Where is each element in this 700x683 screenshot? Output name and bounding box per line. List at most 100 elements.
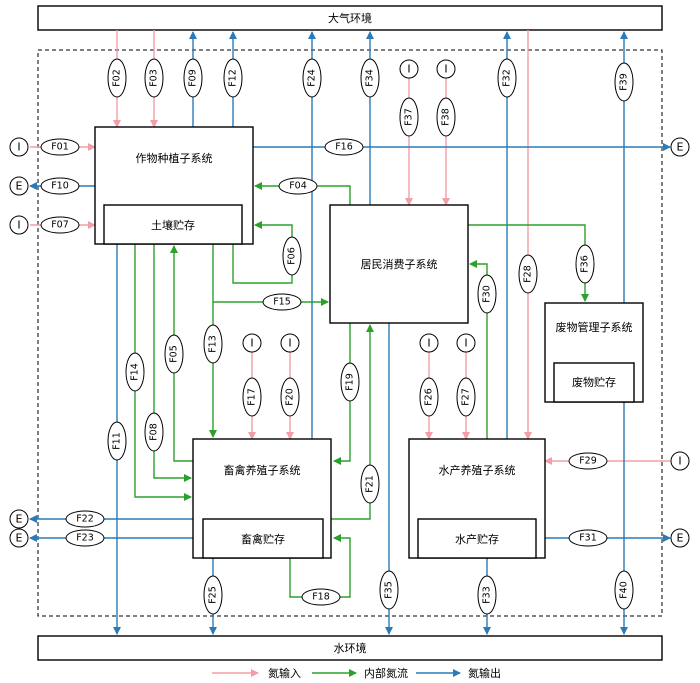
crop-label: 作物种植子系统 xyxy=(136,151,213,165)
flow-text-f40: F40 xyxy=(619,581,630,599)
flow-label-f04: F04 xyxy=(278,177,318,195)
io-text: I xyxy=(407,63,410,76)
flow-label-f16: F16 xyxy=(324,138,364,156)
flow-text-f03: F03 xyxy=(149,69,160,87)
flow-label-f17: F17 xyxy=(242,377,262,417)
flow-label-f40: F40 xyxy=(614,570,634,610)
flow-label-f28: F28 xyxy=(518,254,538,294)
flow-label-f14: F14 xyxy=(125,352,145,392)
flow-label-f21: F21 xyxy=(360,464,380,504)
flow-text-f28: F28 xyxy=(523,265,534,283)
io-text: E xyxy=(16,180,23,193)
flow-label-f03: F03 xyxy=(144,58,164,98)
io-text: E xyxy=(677,141,684,154)
livestock-subsystem: 畜禽养殖子系统 畜禽贮存 xyxy=(192,438,332,559)
flow-label-f10: F10 xyxy=(40,177,80,195)
flow-label-f37: F37 xyxy=(399,97,419,137)
export-node-10: E xyxy=(670,137,690,157)
atmosphere-box: 大气环境 xyxy=(37,5,663,31)
legend-internal-label: 内部氮流 xyxy=(364,666,408,680)
flow-text-f11: F11 xyxy=(112,432,123,450)
input-node-3: I xyxy=(399,59,419,79)
flow-text-f01: F01 xyxy=(51,142,69,153)
flow-text-f37: F37 xyxy=(404,108,415,126)
legend-input-label: 氮输入 xyxy=(268,666,301,680)
flow-text-f10: F10 xyxy=(51,181,69,192)
flow-label-f26: F26 xyxy=(419,377,439,417)
flow-text-f33: F33 xyxy=(482,586,493,604)
flow-label-f39: F39 xyxy=(614,62,634,102)
io-text: I xyxy=(288,337,291,350)
flow-text-f22: F22 xyxy=(76,514,94,525)
flow-text-f05: F05 xyxy=(169,345,180,363)
flow-label-f19: F19 xyxy=(340,362,360,402)
flow-text-f25: F25 xyxy=(208,586,219,604)
input-node-8: I xyxy=(456,333,476,353)
flow-label-f15: F15 xyxy=(262,293,302,311)
io-text: I xyxy=(678,455,681,468)
flow-label-f07: F07 xyxy=(40,216,80,234)
flow-label-f22: F22 xyxy=(65,510,105,528)
resident-label: 居民消费子系统 xyxy=(361,257,438,271)
input-node-9: I xyxy=(670,451,690,471)
io-text: E xyxy=(16,532,23,545)
io-text: I xyxy=(464,337,467,350)
flow-text-f35: F35 xyxy=(384,581,395,599)
flow-label-f24: F24 xyxy=(302,58,322,98)
flow-label-f27: F27 xyxy=(456,377,476,417)
water-box: 水环境 xyxy=(37,635,663,661)
flow-label-f32: F32 xyxy=(497,58,517,98)
aqua-storage-label: 水产贮存 xyxy=(455,532,499,546)
flow-text-f13: F13 xyxy=(208,335,219,353)
flow-text-f23: F23 xyxy=(76,533,94,544)
flow-text-f27: F27 xyxy=(461,388,472,406)
flow-text-f26: F26 xyxy=(424,388,435,406)
flow-text-f31: F31 xyxy=(579,533,597,544)
flow-text-f14: F14 xyxy=(130,363,141,381)
flow-text-f20: F20 xyxy=(285,388,296,406)
export-node-13: E xyxy=(670,528,690,548)
flow-label-f09: F09 xyxy=(183,58,203,98)
io-text: I xyxy=(250,337,253,350)
flow-text-f36: F36 xyxy=(580,255,591,273)
livestock-storage-label: 畜禽贮存 xyxy=(241,532,285,546)
flow-text-f08: F08 xyxy=(149,423,160,441)
flow-text-f38: F38 xyxy=(441,108,452,126)
water-label: 水环境 xyxy=(334,641,367,655)
flow-text-f39: F39 xyxy=(619,73,630,91)
flow-label-f13: F13 xyxy=(203,324,223,364)
flow-text-f09: F09 xyxy=(188,69,199,87)
flow-text-f24: F24 xyxy=(307,69,318,87)
flow-text-f02: F02 xyxy=(112,69,123,87)
waste-label: 废物管理子系统 xyxy=(556,320,633,334)
input-node-7: I xyxy=(419,333,439,353)
flow-label-f31: F31 xyxy=(568,529,608,547)
flow-label-f25: F25 xyxy=(203,575,223,615)
flow-label-f36: F36 xyxy=(575,244,595,284)
flow-label-f30: F30 xyxy=(477,274,497,314)
io-text: I xyxy=(427,337,430,350)
soil-storage-label: 土壤贮存 xyxy=(151,218,195,232)
aqua-label: 水产养殖子系统 xyxy=(439,463,516,477)
io-text: E xyxy=(677,532,684,545)
resident-subsystem: 居民消费子系统 xyxy=(329,204,469,324)
flow-text-f04: F04 xyxy=(289,181,307,192)
flow-text-f19: F19 xyxy=(345,373,356,391)
legend-output-label: 氮输出 xyxy=(468,666,501,680)
flow-label-f20: F20 xyxy=(280,377,300,417)
input-node-5: I xyxy=(242,333,262,353)
input-node-4: I xyxy=(436,59,456,79)
waste-storage-label: 废物贮存 xyxy=(572,375,616,389)
aqua-subsystem: 水产养殖子系统 水产贮存 xyxy=(408,438,546,559)
input-node-6: I xyxy=(280,333,300,353)
export-node-11: E xyxy=(9,509,29,529)
livestock-label: 畜禽养殖子系统 xyxy=(224,463,301,477)
crop-subsystem: 作物种植子系统 土壤贮存 xyxy=(94,126,254,245)
io-text: I xyxy=(444,63,447,76)
flow-label-f01: F01 xyxy=(40,138,80,156)
flow-label-f23: F23 xyxy=(65,529,105,547)
input-node-0: I xyxy=(9,137,29,157)
export-node-12: E xyxy=(9,528,29,548)
